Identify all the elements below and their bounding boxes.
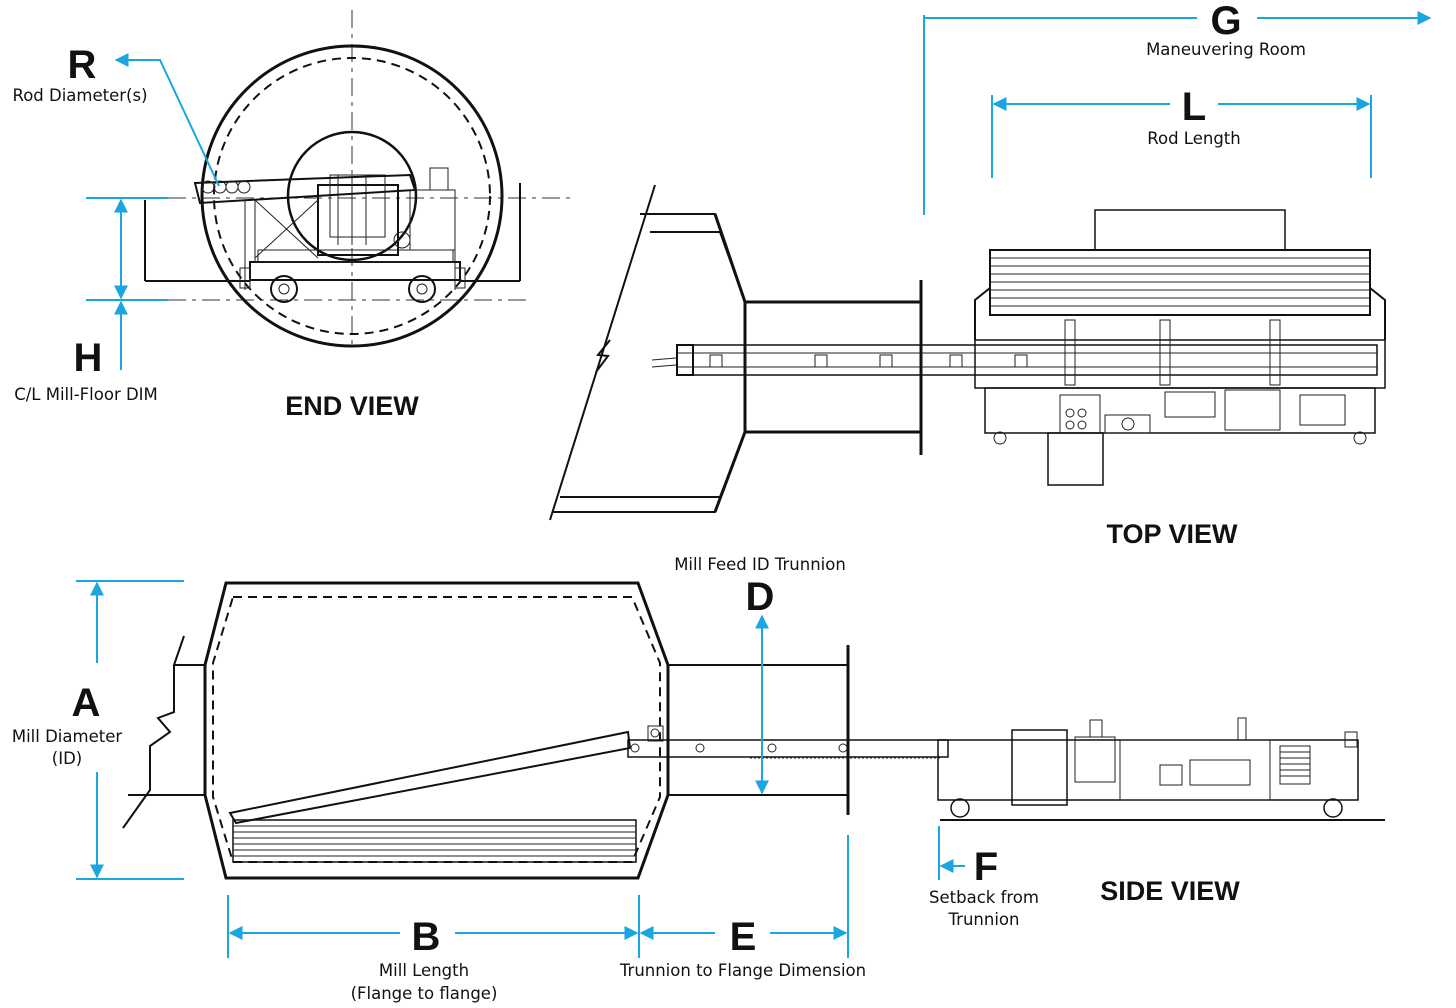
dimension-d: Mill Feed ID Trunnion D: [674, 555, 846, 795]
dimension-a-caption-line1: Mill Diameter: [12, 727, 122, 746]
end-view-title: END VIEW: [285, 391, 419, 421]
dimension-b: B Mill Length (Flange to flange): [227, 895, 640, 1003]
dimension-d-caption: Mill Feed ID Trunnion: [674, 555, 846, 574]
dimension-r-letter: R: [68, 43, 97, 87]
dimension-f-caption-line1: Setback from: [929, 888, 1039, 907]
dimension-h-letter: H: [74, 336, 103, 380]
dimension-g-caption: Maneuvering Room: [1146, 40, 1306, 59]
dimension-f: F Setback from Trunnion: [929, 826, 1039, 929]
top-view-drawing: [549, 184, 1386, 521]
side-view-title: SIDE VIEW: [1100, 876, 1240, 906]
dimension-g: G Maneuvering Room: [923, 0, 1432, 215]
dimension-l: L Rod Length: [991, 85, 1372, 178]
end-view-drawing: [144, 10, 570, 348]
dimension-h: H C/L Mill-Floor DIM: [14, 197, 168, 404]
dimension-a: A Mill Diameter (ID): [12, 580, 184, 880]
dimension-d-letter: D: [746, 575, 775, 619]
dimension-f-letter: F: [974, 845, 998, 889]
dimension-r-caption: Rod Diameter(s): [12, 86, 147, 105]
side-view-drawing: [122, 581, 1385, 880]
dimension-e-letter: E: [730, 915, 757, 959]
dimension-g-letter: G: [1210, 0, 1241, 43]
dimension-r: R Rod Diameter(s): [12, 43, 220, 187]
dimension-l-letter: L: [1182, 85, 1206, 129]
dimension-b-caption-line1: Mill Length: [379, 961, 469, 980]
dimension-h-caption: C/L Mill-Floor DIM: [14, 385, 158, 404]
dimension-e: E Trunnion to Flange Dimension: [619, 835, 866, 980]
dimension-a-caption-line2: (ID): [52, 749, 82, 768]
top-view-title: TOP VIEW: [1106, 519, 1238, 549]
dimension-a-letter: A: [72, 681, 101, 725]
dimension-b-caption-line2: (Flange to flange): [351, 984, 498, 1003]
dimension-b-letter: B: [412, 915, 441, 959]
dimension-l-caption: Rod Length: [1147, 129, 1240, 148]
dimension-f-caption-line2: Trunnion: [948, 910, 1020, 929]
dimension-e-caption: Trunnion to Flange Dimension: [619, 961, 866, 980]
